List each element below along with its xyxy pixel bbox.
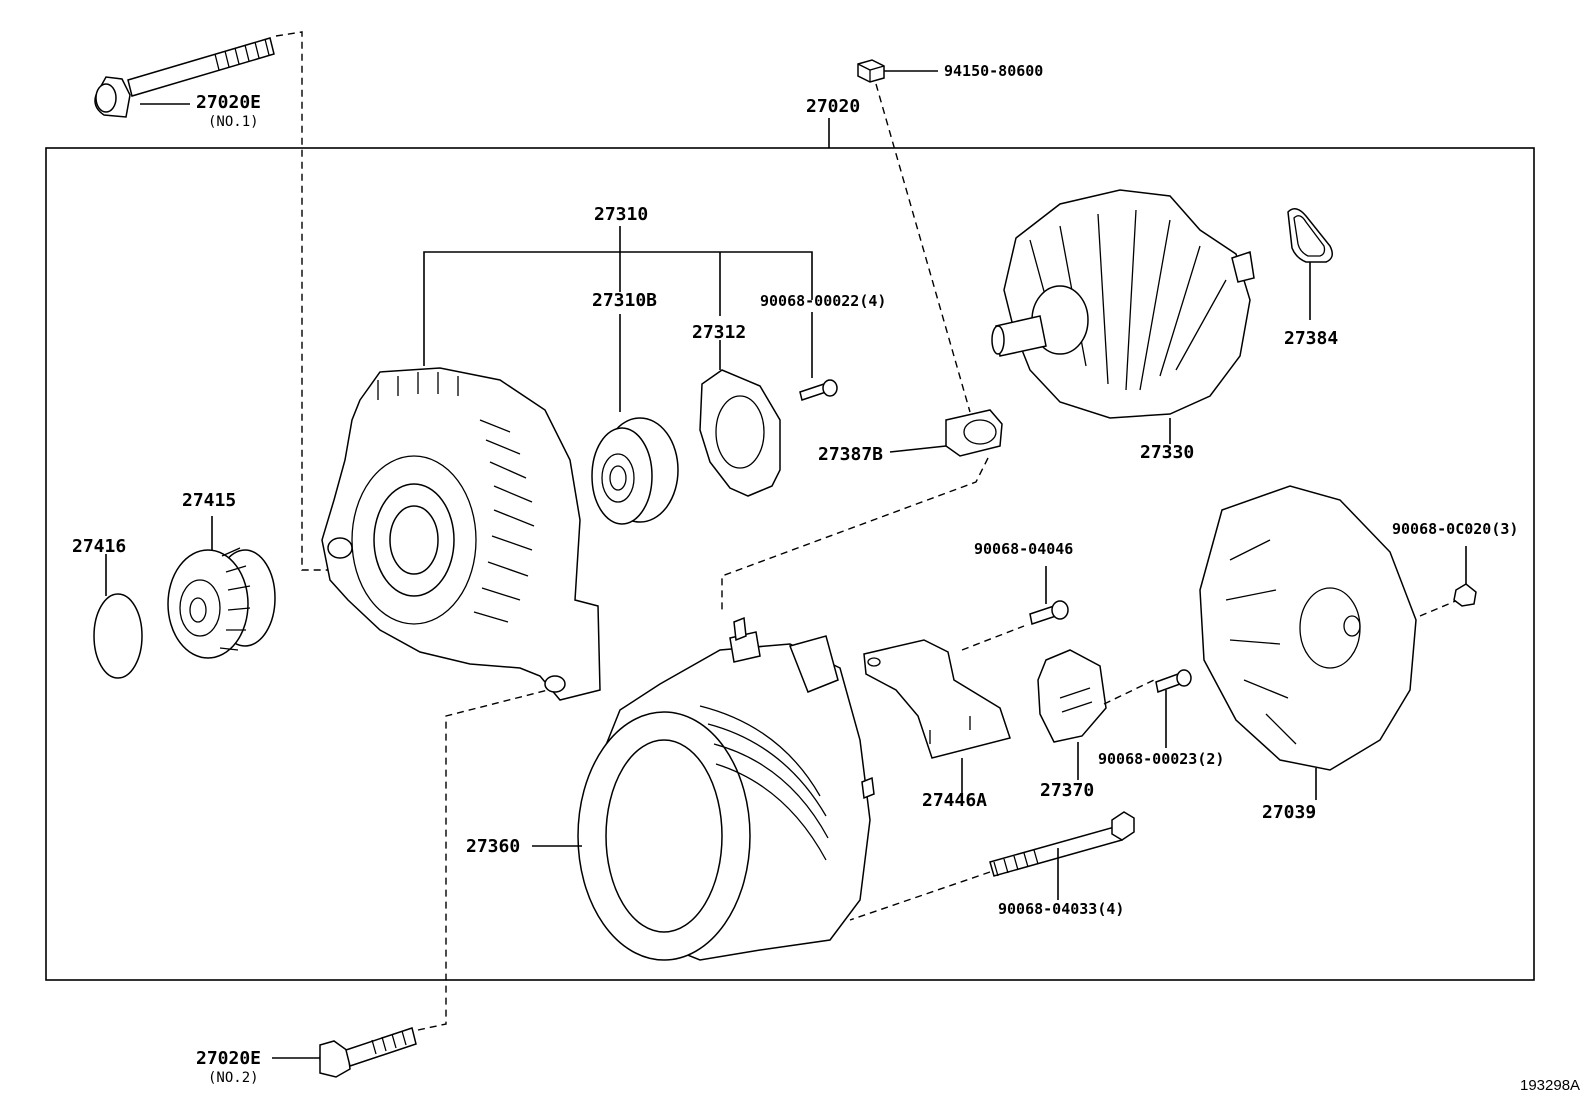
label-27020E-no1-sub: (NO.1)	[208, 114, 259, 130]
label-27039: 27039	[1262, 802, 1316, 823]
label-27310B: 27310B	[592, 290, 657, 311]
label-27310: 27310	[594, 204, 648, 225]
label-27416: 27416	[72, 536, 126, 557]
bearing-icon[interactable]	[591, 417, 679, 525]
cap-icon[interactable]	[93, 593, 143, 679]
bolt-icon[interactable]	[319, 1027, 417, 1078]
pulley-icon[interactable]	[167, 547, 276, 659]
rotor-icon[interactable]	[991, 189, 1255, 419]
nut-icon[interactable]	[1453, 583, 1477, 607]
label-27020E-no1: 27020E	[196, 92, 261, 113]
label-27312: 27312	[692, 322, 746, 343]
label-90068-0C020: 90068-0C020(3)	[1392, 520, 1518, 538]
cover-icon[interactable]	[1199, 485, 1417, 771]
label-27415: 27415	[182, 490, 236, 511]
label-27020E-no2-sub: (NO.2)	[208, 1070, 259, 1086]
label-90068-04046: 90068-04046	[974, 540, 1073, 558]
assembly-frame	[45, 147, 1535, 981]
bolt-icon[interactable]	[989, 811, 1135, 877]
insulator-icon[interactable]	[945, 409, 1003, 457]
label-27020E-no2: 27020E	[196, 1048, 261, 1069]
figure-id: 193298A	[1520, 1077, 1580, 1094]
screw-icon[interactable]	[1155, 669, 1192, 694]
nut-icon[interactable]	[857, 59, 885, 83]
label-90068-00023: 90068-00023(2)	[1098, 750, 1224, 768]
frame-icon[interactable]	[321, 367, 601, 701]
bolt-icon[interactable]	[94, 37, 275, 118]
screw-icon[interactable]	[799, 379, 838, 401]
seal-icon[interactable]	[1287, 208, 1333, 263]
label-90068-00022: 90068-00022(4)	[760, 292, 886, 310]
bracket-icon[interactable]	[863, 639, 1011, 759]
screw-icon[interactable]	[1029, 600, 1069, 625]
label-94150-80600: 94150-80600	[944, 62, 1043, 80]
label-27384: 27384	[1284, 328, 1338, 349]
label-27020: 27020	[806, 96, 860, 117]
brush-holder-icon[interactable]	[1037, 649, 1107, 743]
label-27330: 27330	[1140, 442, 1194, 463]
label-27387B: 27387B	[818, 444, 883, 465]
plate-icon[interactable]	[699, 369, 781, 497]
stator-icon[interactable]	[577, 616, 875, 961]
label-27370: 27370	[1040, 780, 1094, 801]
label-27360: 27360	[466, 836, 520, 857]
label-27446A: 27446A	[922, 790, 987, 811]
label-90068-04033: 90068-04033(4)	[998, 900, 1124, 918]
